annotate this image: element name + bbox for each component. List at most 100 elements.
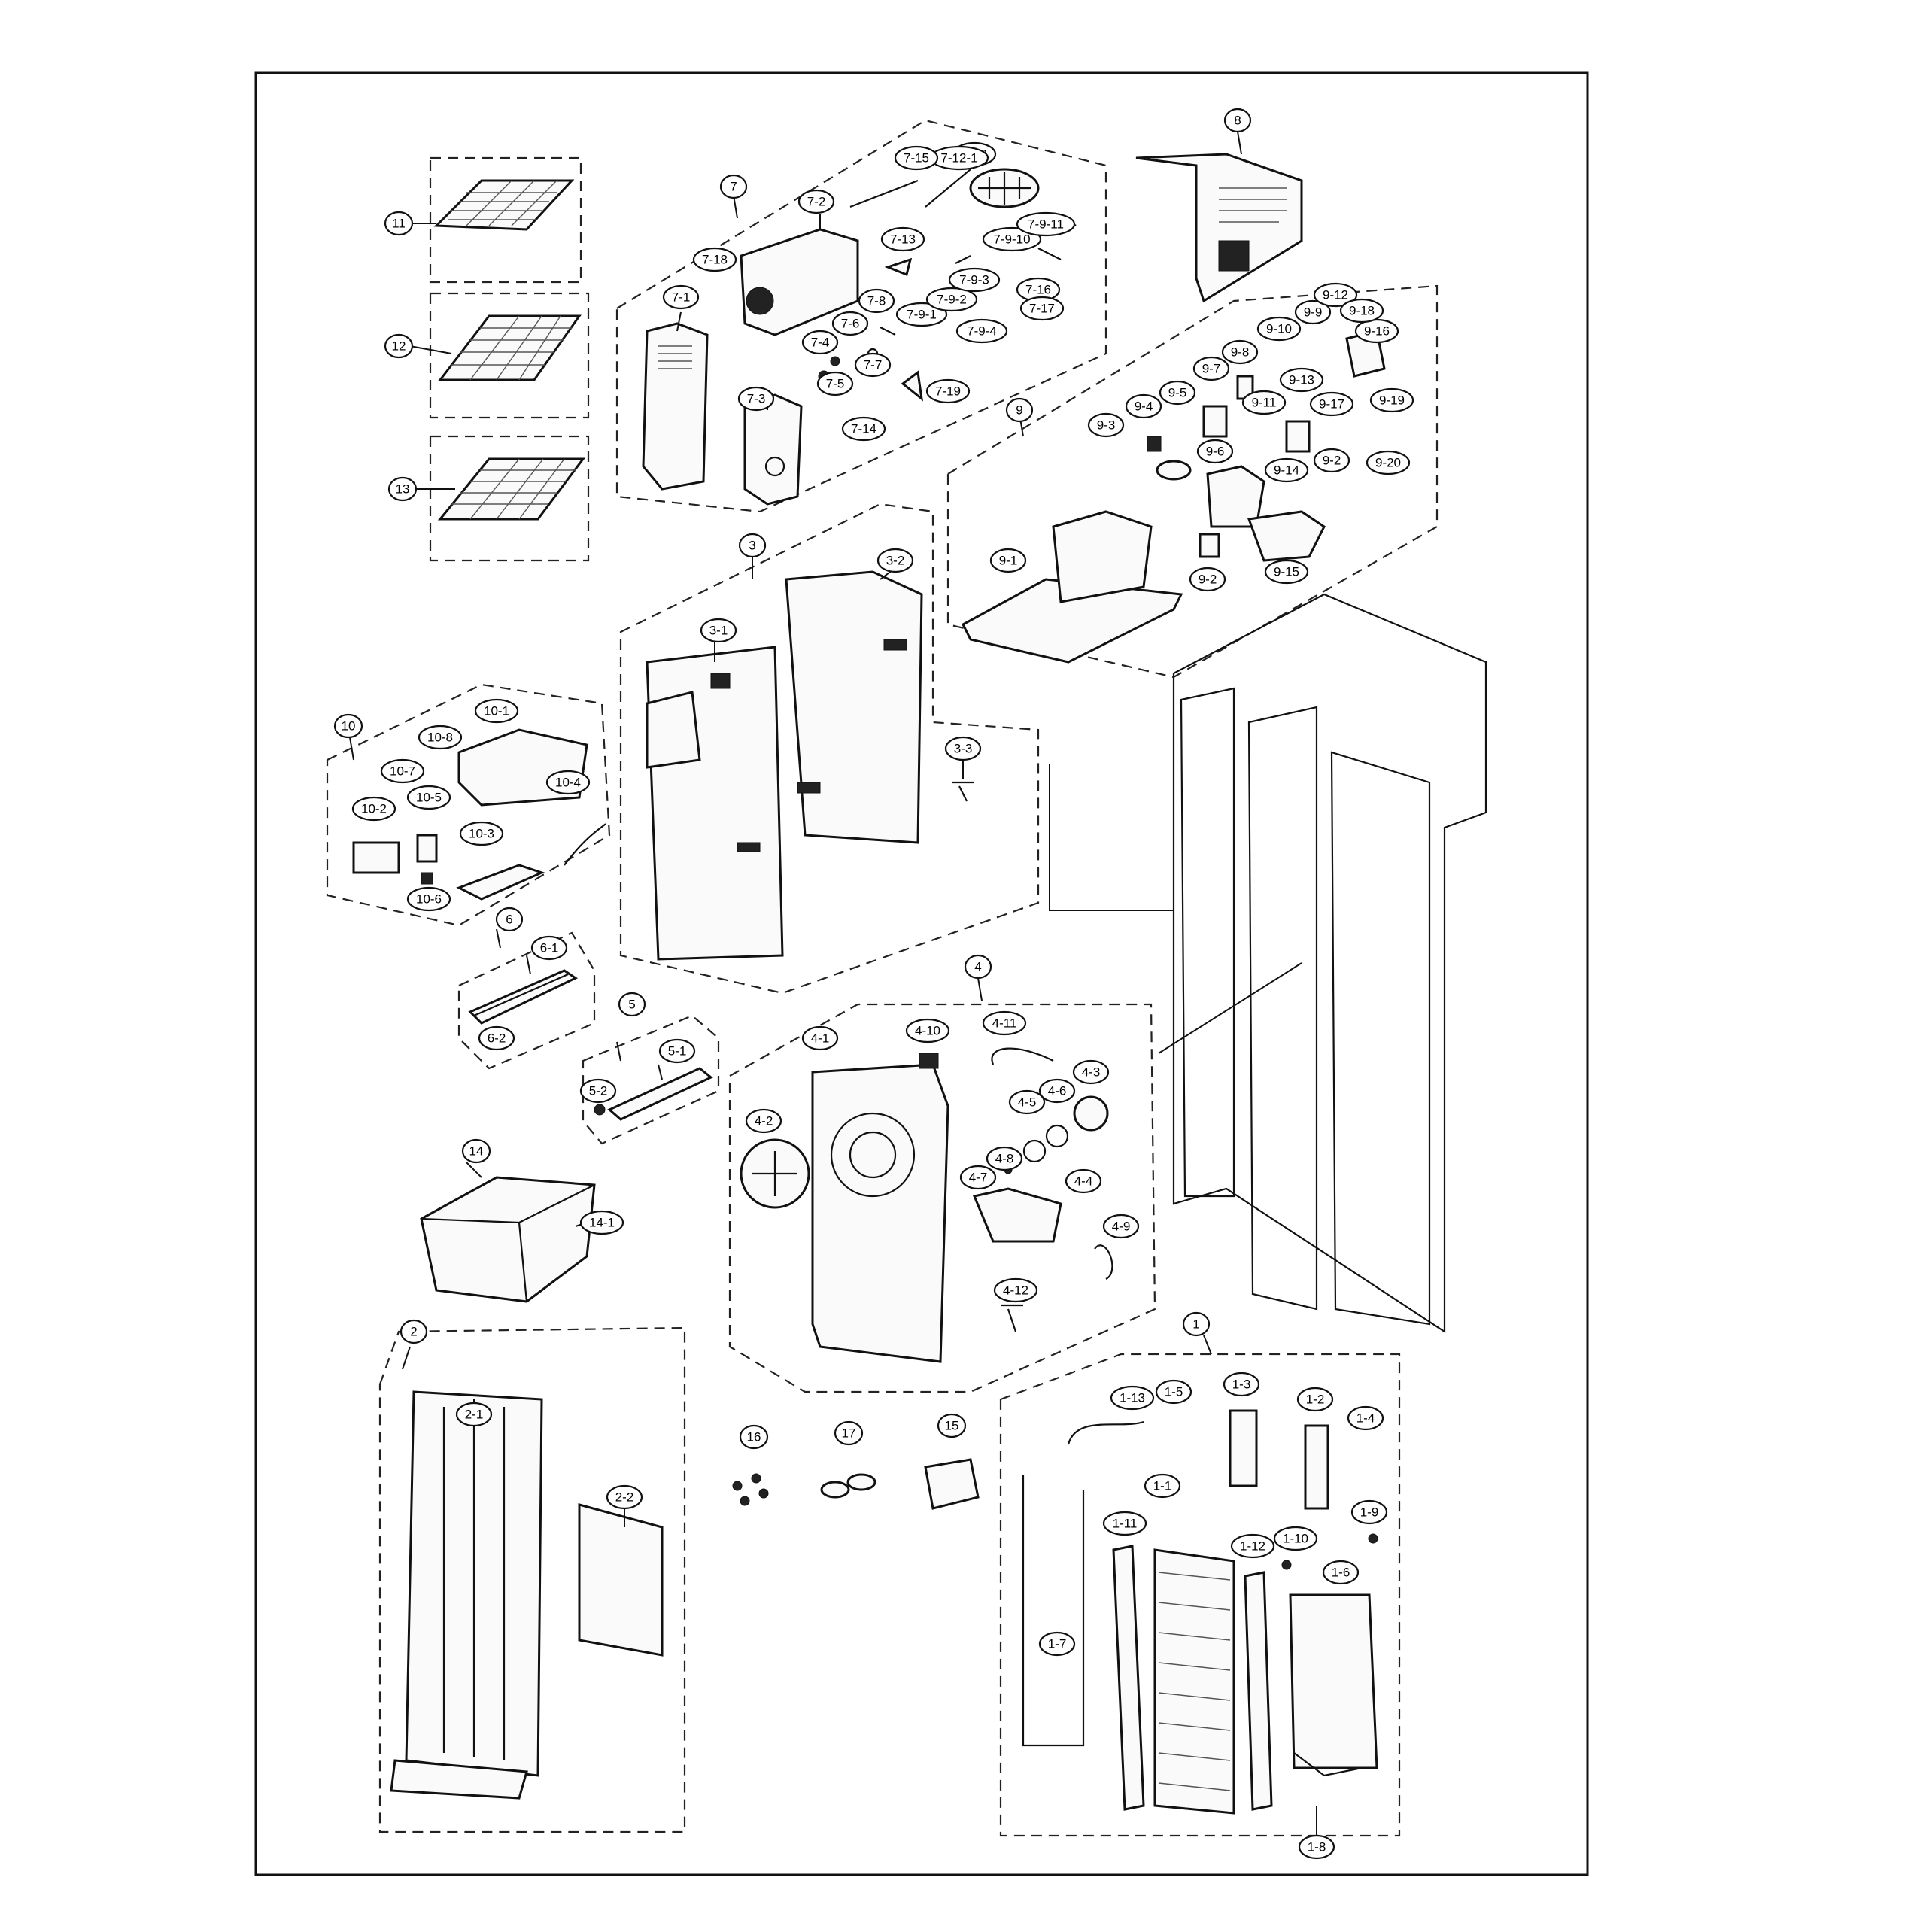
callout-bubble xyxy=(1155,1379,1192,1405)
callout-text: 9-2 xyxy=(1199,573,1217,587)
callout-bubble xyxy=(1144,1473,1181,1499)
callout-bubble xyxy=(545,770,591,795)
callout-text: 9-2 xyxy=(1323,454,1341,468)
callout-text: 2 xyxy=(410,1325,417,1339)
callout-7-14: 7-14 xyxy=(841,416,886,442)
part-4-7 xyxy=(972,1187,1062,1243)
callout-bubble xyxy=(1102,1214,1140,1239)
part-3-1-panel xyxy=(646,646,784,961)
callout-10-7: 10-7 xyxy=(380,758,425,784)
callout-1-13: 1-13 xyxy=(1110,1385,1155,1411)
callout-bubble xyxy=(895,302,948,327)
callout-bubble xyxy=(1065,1168,1102,1194)
callout-text: 7-14 xyxy=(851,422,876,436)
part-10-3 xyxy=(456,864,545,901)
callout-15: 15 xyxy=(937,1413,967,1438)
callout-4-2: 4-2 xyxy=(745,1108,782,1134)
callout-bubble xyxy=(876,548,914,573)
callout-text: 4-4 xyxy=(1074,1174,1093,1189)
callout-bubble xyxy=(1313,448,1350,473)
diagram-frame xyxy=(254,71,1589,1876)
callout-bubble xyxy=(801,1025,839,1051)
callout-9-13: 9-13 xyxy=(1279,367,1324,393)
callout-text: 7-9-3 xyxy=(959,273,989,287)
callout-7-9-1: 7-9-1 xyxy=(895,302,948,327)
callout-9-16: 9-16 xyxy=(1354,318,1399,344)
shelf-13 xyxy=(437,457,585,521)
callout-bubble xyxy=(692,247,737,272)
part-9-1-base xyxy=(962,578,1183,664)
callout-text: 1-13 xyxy=(1120,1391,1145,1405)
callout-text: 3-1 xyxy=(709,624,728,638)
callout-bubble xyxy=(1264,559,1309,585)
part-4-9-wire xyxy=(1094,1244,1113,1280)
callout-text: 7-4 xyxy=(811,336,830,350)
callout-9-1: 9-1 xyxy=(989,548,1027,573)
group-11-outline xyxy=(429,156,582,284)
callout-1-4: 1-4 xyxy=(1347,1405,1384,1431)
callout-bubble xyxy=(959,1165,997,1190)
callout-1-3: 1-3 xyxy=(1223,1372,1260,1397)
callout-text: 1-9 xyxy=(1360,1505,1379,1520)
callout-bubble xyxy=(1298,1834,1335,1860)
callout-text: 4-10 xyxy=(915,1024,940,1038)
callout-7-9-2: 7-9-2 xyxy=(925,287,978,312)
callout-bubble xyxy=(1016,211,1076,237)
callout-bubble xyxy=(1223,1372,1260,1397)
callout-8: 8 xyxy=(1223,108,1252,133)
callout-bubble xyxy=(1339,298,1384,324)
callout-bubble xyxy=(834,1420,864,1446)
callout-6-2: 6-2 xyxy=(478,1025,515,1051)
callout-9-11: 9-11 xyxy=(1241,390,1287,415)
callout-text: 9-10 xyxy=(1266,322,1292,336)
part-17-caps xyxy=(820,1481,850,1499)
group-13-outline xyxy=(429,435,590,562)
callout-text: 7-9-10 xyxy=(993,232,1030,247)
group-7-parts xyxy=(642,168,1077,506)
callout-bubble xyxy=(894,145,939,171)
callout-text: 10-6 xyxy=(416,892,442,907)
callout-7-9-11: 7-9-11 xyxy=(1016,211,1076,237)
callout-5-2: 5-2 xyxy=(579,1078,617,1104)
callout-text: 9 xyxy=(1016,403,1022,418)
group-9-outline xyxy=(946,284,1439,679)
callout-bubble xyxy=(944,736,982,761)
part-1-8 xyxy=(1293,1752,1363,1777)
callout-1-1: 1-1 xyxy=(1144,1473,1181,1499)
part-9-2 xyxy=(1199,533,1220,558)
callout-4-6: 4-6 xyxy=(1038,1078,1076,1104)
callout-text: 17 xyxy=(842,1426,856,1441)
callout-text: 1-2 xyxy=(1306,1393,1325,1407)
callout-bubble xyxy=(384,333,414,359)
part-4-1-cover xyxy=(811,1063,949,1363)
callout-bubble xyxy=(1264,457,1309,483)
callout-bubble xyxy=(606,1484,643,1510)
callout-6-1: 6-1 xyxy=(530,935,568,961)
callout-text: 9-18 xyxy=(1349,304,1375,318)
part-10-2 xyxy=(352,841,400,874)
callout-text: 10-4 xyxy=(555,776,581,790)
callout-9-19: 9-19 xyxy=(1369,387,1414,413)
callout-text: 9-20 xyxy=(1375,456,1401,470)
callout-5: 5 xyxy=(618,992,646,1017)
callout-bubble xyxy=(1072,1059,1110,1085)
callout-text: 4-11 xyxy=(992,1016,1017,1031)
callout-1-11: 1-11 xyxy=(1102,1511,1147,1536)
group-2-parts xyxy=(390,1390,664,1800)
part-1-3 xyxy=(1229,1409,1258,1487)
part-1-6-cover xyxy=(1289,1593,1378,1769)
callout-4-10: 4-10 xyxy=(905,1018,950,1043)
part-1-2 xyxy=(1304,1424,1329,1510)
group-5-parts xyxy=(594,1067,713,1121)
callout-bubble xyxy=(925,287,978,312)
callout-4-7: 4-7 xyxy=(959,1165,997,1190)
callout-2-2: 2-2 xyxy=(606,1484,643,1510)
callout-bubble xyxy=(797,189,835,214)
callout-1-10: 1-10 xyxy=(1273,1526,1318,1551)
callout-text: 6 xyxy=(506,913,512,927)
part-7-1-cover xyxy=(642,322,709,491)
callout-7-2: 7-2 xyxy=(797,189,835,214)
callout-text: 1-10 xyxy=(1283,1532,1308,1546)
callout-9-2: 9-2 xyxy=(1313,448,1350,473)
